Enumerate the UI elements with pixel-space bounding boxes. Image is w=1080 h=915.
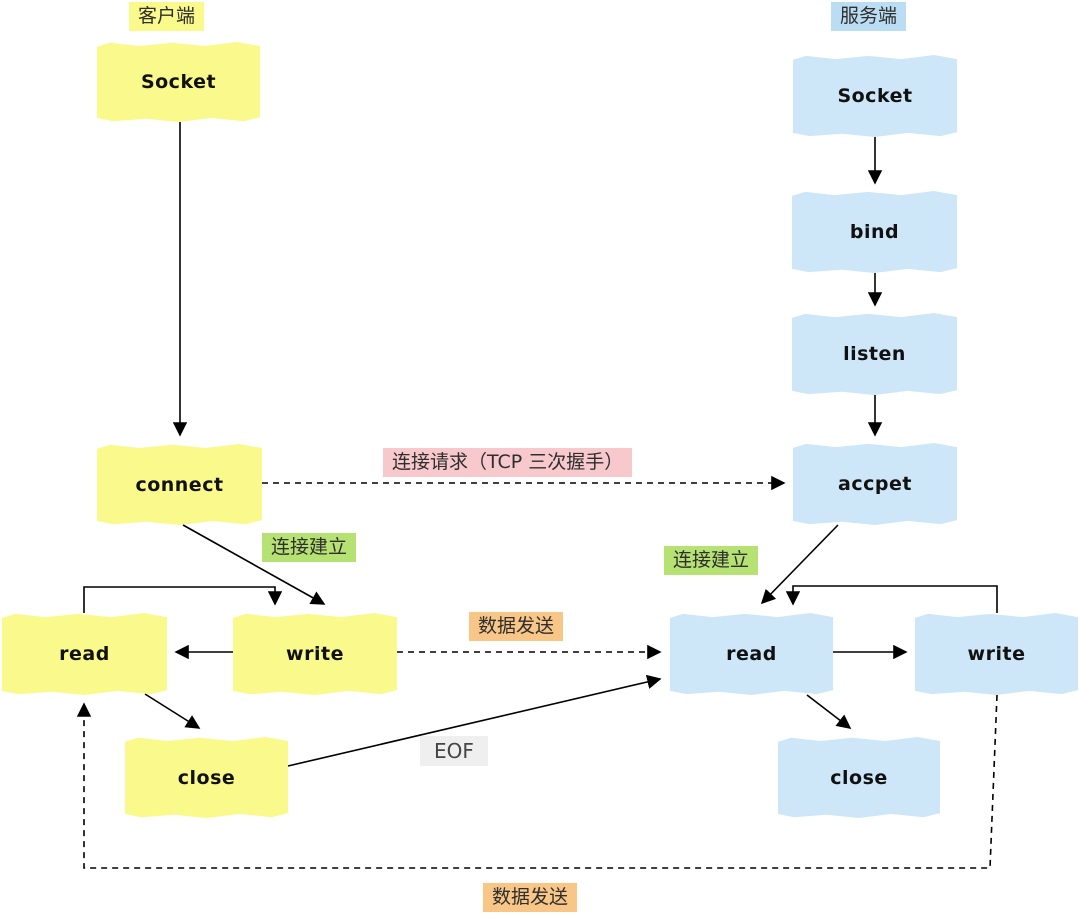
edge-accept-to-server-read [760, 524, 839, 605]
node-server-write: write [915, 613, 1078, 695]
label-data-send-bottom: 数据发送 [483, 883, 578, 912]
node-server-read: read [670, 613, 833, 695]
client-header-label: 客户端 [129, 2, 205, 31]
node-server-accept: accpet [793, 443, 957, 525]
node-client-write: write [233, 613, 397, 695]
node-client-socket: Socket [97, 42, 260, 122]
label-eof: EOF [420, 736, 488, 766]
label-connection-established-server: 连接建立 [664, 546, 759, 575]
node-client-connect: connect [97, 444, 262, 525]
server-header-label: 服务端 [831, 2, 907, 31]
node-server-close: close [778, 737, 940, 818]
node-client-close: close [125, 737, 288, 818]
edge-client-read-to-close [144, 693, 201, 729]
label-data-send-middle: 数据发送 [469, 612, 564, 641]
edge-client-close-to-server-read-eof [287, 674, 662, 767]
label-tcp-handshake: 连接请求（TCP 三次握手） [383, 448, 633, 477]
node-server-bind: bind [792, 191, 957, 273]
node-client-read: read [2, 613, 167, 695]
node-server-listen: listen [792, 313, 957, 395]
edge-server-read-to-close [806, 694, 852, 729]
node-server-socket: Socket [793, 55, 957, 137]
edge-client-read-loop-to-write [83, 586, 283, 613]
edge-server-write-loop-to-read [785, 585, 998, 613]
edge-connect-to-client-write [182, 524, 326, 605]
label-connection-established-client: 连接建立 [262, 533, 357, 562]
